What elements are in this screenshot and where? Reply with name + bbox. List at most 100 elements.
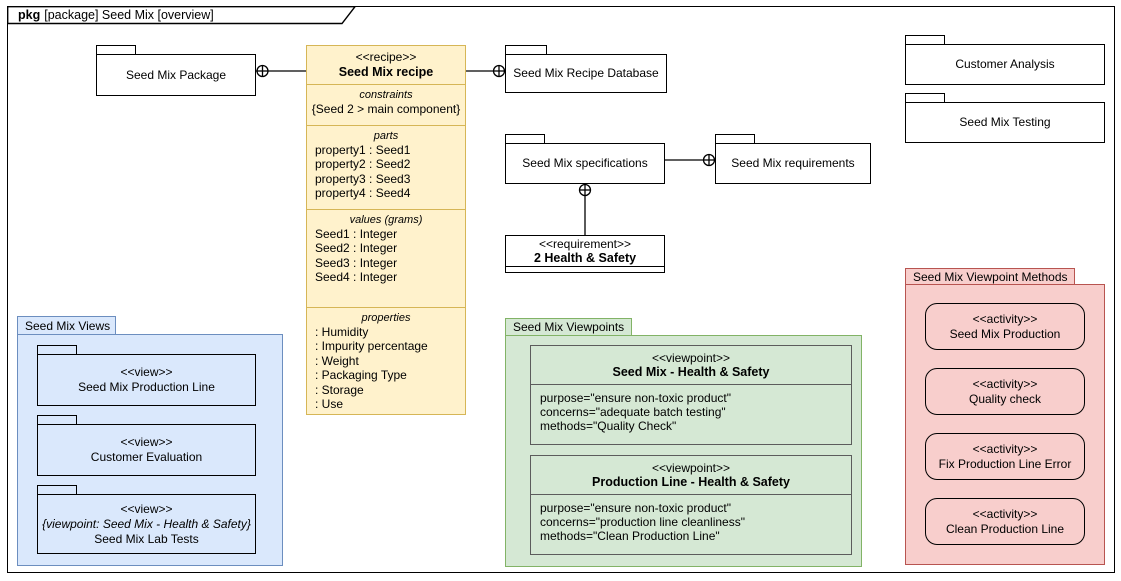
activity-stereotype: <<activity>> <box>972 311 1038 326</box>
parts-label: parts <box>373 130 399 142</box>
view-package-customer-evaluation[interactable]: <<view>> Customer Evaluation <box>37 415 256 476</box>
property-item: : Use <box>315 397 344 412</box>
recipe-parts-compartment: parts property1 : Seed1 property2 : Seed… <box>307 125 465 209</box>
viewpoint-stereotype: <<viewpoint>> <box>651 350 731 365</box>
recipe-name: Seed Mix recipe <box>338 65 434 79</box>
part-item: property3 : Seed3 <box>315 171 411 186</box>
package-name: Seed Mix Package <box>125 67 227 82</box>
constraint-item: {Seed 2 > main component} <box>311 102 461 116</box>
activity-stereotype: <<activity>> <box>972 441 1038 456</box>
group-seed-mix-views-label[interactable]: Seed Mix Views <box>17 316 116 335</box>
view-name: Seed Mix Lab Tests <box>94 531 199 546</box>
viewpoint-body: purpose="ensure non-toxic product" conce… <box>531 495 851 554</box>
recipe-stereotype: <<recipe>> <box>355 50 417 64</box>
viewpoint-box-production-line-health-safety[interactable]: <<viewpoint>> Production Line - Health &… <box>530 455 852 555</box>
properties-label: properties <box>361 312 411 324</box>
part-item: property2 : Seed2 <box>315 157 411 172</box>
package-name: Seed Mix Recipe Database <box>513 66 659 80</box>
viewpoint-concerns: concerns="adequate batch testing" <box>540 404 726 419</box>
frame-title: pkg[package] Seed Mix [overview] <box>18 8 214 22</box>
activity-name: Fix Production Line Error <box>938 456 1072 471</box>
recipe-class-box[interactable]: <<recipe>> Seed Mix recipe constraints {… <box>306 45 466 415</box>
viewpoint-body: purpose="ensure non-toxic product" conce… <box>531 385 851 444</box>
activity-quality-check[interactable]: <<activity>> Quality check <box>925 368 1085 415</box>
package-tab <box>905 35 945 45</box>
package-tab <box>715 134 755 144</box>
view-stereotype: <<view>> <box>120 365 173 379</box>
activity-name: Quality check <box>968 391 1042 406</box>
part-item: property4 : Seed4 <box>315 186 411 201</box>
activity-seed-mix-production[interactable]: <<activity>> Seed Mix Production <box>925 303 1085 350</box>
viewpoint-box-seed-mix-health-safety[interactable]: <<viewpoint>> Seed Mix - Health & Safety… <box>530 345 852 445</box>
package-tab <box>505 134 545 144</box>
group-label-text: Seed Mix Viewpoint Methods <box>913 269 1068 284</box>
view-name: Seed Mix Production Line <box>78 380 215 394</box>
property-item: : Impurity percentage <box>315 339 428 354</box>
viewpoint-name: Production Line - Health & Safety <box>592 475 790 489</box>
group-label-text: Seed Mix Viewpoints <box>513 320 625 334</box>
view-name: Customer Evaluation <box>90 450 203 464</box>
group-label-text: Seed Mix Views <box>25 318 111 333</box>
view-viewpoint-annotation: {viewpoint: Seed Mix - Health & Safety} <box>42 516 251 531</box>
frame-keyword: pkg <box>18 8 41 22</box>
package-tab <box>37 345 77 354</box>
viewpoint-methods: methods="Clean Production Line" <box>540 528 720 543</box>
package-tab <box>37 415 77 424</box>
viewpoint-stereotype: <<viewpoint>> <box>651 460 731 475</box>
part-item: property1 : Seed1 <box>315 143 411 157</box>
requirement-stereotype: <<requirement>> <box>538 237 632 251</box>
package-name: Seed Mix Testing <box>959 115 1051 129</box>
viewpoint-concerns: concerns="production line cleanliness" <box>540 514 745 529</box>
view-stereotype: <<view>> <box>120 501 173 516</box>
viewpoint-methods: methods="Quality Check" <box>540 418 677 433</box>
property-item: : Humidity <box>315 325 369 339</box>
recipe-values-compartment: values (grams) Seed1 : Integer Seed2 : I… <box>307 209 465 307</box>
property-item: : Packaging Type <box>315 368 407 383</box>
activity-stereotype: <<activity>> <box>972 376 1038 391</box>
package-seed-mix-testing[interactable]: Seed Mix Testing <box>905 93 1105 143</box>
activity-name: Clean Production Line <box>945 521 1065 536</box>
frame-title-text: [package] Seed Mix [overview] <box>44 8 214 22</box>
activity-clean-production-line[interactable]: <<activity>> Clean Production Line <box>925 498 1085 545</box>
package-requirements[interactable]: Seed Mix requirements <box>715 134 871 184</box>
requirement-head: <<requirement>> 2 Health & Safety <box>506 236 664 267</box>
view-stereotype: <<view>> <box>120 435 173 449</box>
constraints-label: constraints <box>359 89 413 101</box>
view-package-lab-tests[interactable]: <<view>> {viewpoint: Seed Mix - Health &… <box>37 485 256 554</box>
activity-fix-production-line-error[interactable]: <<activity>> Fix Production Line Error <box>925 433 1085 480</box>
package-tab <box>37 485 77 494</box>
property-item: : Weight <box>315 353 359 368</box>
requirement-name: 2 Health & Safety <box>533 251 637 265</box>
value-item: Seed1 : Integer <box>315 227 398 241</box>
package-tab <box>96 45 136 55</box>
package-specifications[interactable]: Seed Mix specifications <box>505 134 665 184</box>
recipe-title-compartment: <<recipe>> Seed Mix recipe <box>307 46 465 84</box>
package-name: Seed Mix specifications <box>522 156 648 170</box>
value-item: Seed2 : Integer <box>315 241 398 256</box>
package-name: Customer Analysis <box>955 57 1055 71</box>
recipe-properties-compartment: properties : Humidity : Impurity percent… <box>307 307 465 414</box>
view-package-production-line[interactable]: <<view>> Seed Mix Production Line <box>37 345 256 406</box>
viewpoint-purpose: purpose="ensure non-toxic product" <box>540 501 731 515</box>
property-item: : Storage <box>315 382 364 397</box>
activity-name: Seed Mix Production <box>949 326 1061 341</box>
viewpoint-head: <<viewpoint>> Production Line - Health &… <box>531 456 851 495</box>
requirement-box[interactable]: <<requirement>> 2 Health & Safety <box>505 235 665 273</box>
values-label: values (grams) <box>349 214 423 226</box>
diagram-frame <box>7 6 1115 573</box>
package-recipe-database[interactable]: Seed Mix Recipe Database <box>505 45 667 93</box>
package-tab <box>905 93 945 103</box>
viewpoint-purpose: purpose="ensure non-toxic product" <box>540 391 731 405</box>
value-item: Seed4 : Integer <box>315 270 398 285</box>
viewpoint-name: Seed Mix - Health & Safety <box>612 365 770 379</box>
value-item: Seed3 : Integer <box>315 255 398 270</box>
activity-stereotype: <<activity>> <box>972 506 1038 521</box>
group-seed-mix-viewpoints-label[interactable]: Seed Mix Viewpoints <box>505 318 632 336</box>
package-tab <box>505 45 547 55</box>
package-seed-mix-package[interactable]: Seed Mix Package <box>96 45 256 96</box>
package-customer-analysis[interactable]: Customer Analysis <box>905 35 1105 85</box>
group-viewpoint-methods-label[interactable]: Seed Mix Viewpoint Methods <box>905 268 1075 285</box>
recipe-constraints-compartment: constraints {Seed 2 > main component} <box>307 84 465 125</box>
viewpoint-head: <<viewpoint>> Seed Mix - Health & Safety <box>531 346 851 385</box>
